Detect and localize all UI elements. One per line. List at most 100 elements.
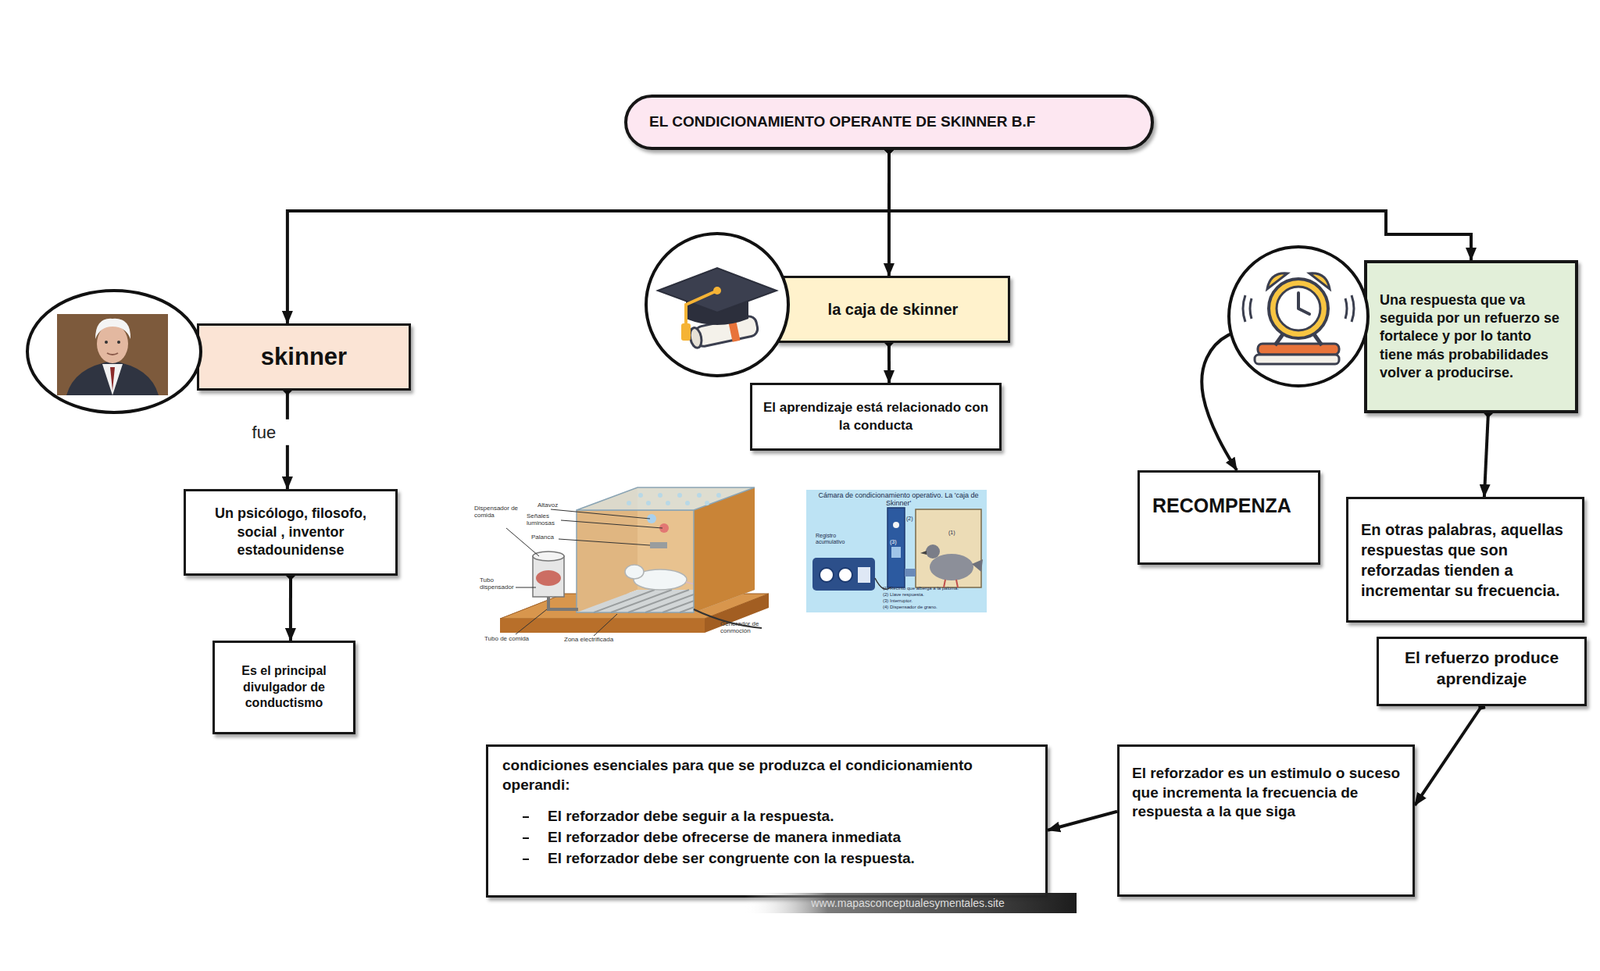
- mortarboard: [657, 267, 777, 313]
- ring-marks: [1242, 295, 1354, 322]
- box-text: Una respuesta que va seguida por un refu…: [1379, 291, 1566, 383]
- part-label: Señales luminosas: [526, 512, 566, 527]
- connector-group: [289, 575, 291, 641]
- box-text: Un psicólogo, filosofo, social , invento…: [193, 504, 388, 560]
- watermark: www.mapasconceptualesymentales.site: [751, 896, 1065, 910]
- box-text: RECOMPENZA: [1152, 492, 1308, 519]
- portrait-badge: [27, 290, 201, 413]
- platform-front: [500, 618, 705, 633]
- box-heading: condiciones esenciales para que se produ…: [502, 756, 1036, 795]
- concept-box: RECOMPENZA: [1137, 470, 1321, 565]
- connector-arrow: [1201, 331, 1365, 471]
- enclosure: [915, 509, 982, 588]
- top-glass: [576, 487, 755, 511]
- decoration: [515, 609, 547, 635]
- box-text: Es el principal divulgador de conductism…: [221, 663, 347, 712]
- switch: [891, 546, 901, 558]
- cap-button: [713, 286, 722, 295]
- connector-arrow: [289, 575, 293, 641]
- clock-hands: [1298, 292, 1310, 315]
- decoration: [716, 492, 722, 498]
- connector-arrow: [889, 150, 1472, 261]
- decoration: [515, 587, 536, 589]
- tassel-cord: [685, 290, 718, 327]
- diploma: [688, 313, 760, 350]
- decoration: [638, 492, 643, 498]
- cap-base: [685, 296, 749, 325]
- concept-box: El reforzador es un estimulo o suceso qu…: [1117, 744, 1415, 897]
- dispenser-top: [532, 551, 565, 561]
- callout-number: (2): [906, 515, 922, 522]
- concept-box: El refuerzo produce aprendizaje: [1376, 636, 1587, 707]
- rat-tail: [685, 582, 713, 586]
- connector-group: [1414, 706, 1483, 806]
- book: [1257, 343, 1340, 355]
- rat-head: [625, 564, 644, 579]
- graduation-icon: [646, 233, 789, 376]
- light-signal: [659, 523, 669, 533]
- response-key: [892, 521, 900, 529]
- skinner-box-illustration: [500, 487, 769, 636]
- part-label: Dispensador de comida: [474, 504, 523, 519]
- box-text: la caja de skinner: [785, 299, 1000, 320]
- decoration: [560, 520, 663, 529]
- speaker: [646, 514, 657, 524]
- list-item: El reforzador debe ofrecerse de manera i…: [547, 828, 1036, 848]
- leader-lines: [506, 509, 663, 636]
- food-tube: [548, 596, 579, 610]
- pigeon-head: [925, 544, 940, 559]
- back-wall: [637, 487, 755, 590]
- decoration: [704, 500, 710, 506]
- edge-label: fue: [252, 422, 277, 443]
- icon-circle: [1228, 246, 1368, 386]
- legend-note: (3) Interruptor.: [882, 598, 986, 604]
- box-text: skinner: [207, 341, 401, 373]
- decoration: [665, 500, 671, 506]
- part-label: Tubo de comida: [484, 635, 555, 643]
- legend-note: (2) Llave respuesta.: [882, 592, 986, 598]
- eye: [117, 340, 121, 344]
- recorder-reel: [838, 567, 853, 583]
- list-item: El reforzador debe ser congruente con la…: [547, 849, 1036, 869]
- box-text: EL CONDICIONAMIENTO OPERANTE DE SKINNER …: [649, 112, 1136, 133]
- platform-top: [500, 593, 769, 619]
- eye: [104, 340, 108, 344]
- mouth: [107, 353, 118, 355]
- concept-box: Es el principal divulgador de conductism…: [212, 640, 356, 735]
- badge-ellipse: [27, 290, 201, 413]
- decoration: [685, 500, 690, 506]
- diploma-end: [688, 326, 704, 349]
- connectors: fue: [249, 150, 1489, 831]
- grid-floor: [576, 589, 755, 613]
- figure-caption: Cámara de condicionamiento operativo. La…: [812, 491, 985, 508]
- decoration: [626, 500, 632, 506]
- definition-box: Una respuesta que va seguida por un refu…: [1364, 260, 1579, 414]
- concept-box: El aprendizaje está relacionado con la c…: [750, 382, 1002, 451]
- decoration: [558, 539, 650, 546]
- left-wall: [576, 487, 638, 613]
- front-glass: [576, 510, 694, 613]
- part-label: Registro acumulativo: [815, 532, 863, 546]
- suit: [66, 360, 159, 396]
- decoration: [593, 614, 618, 636]
- shirt: [102, 364, 123, 396]
- connector-group: [889, 150, 1472, 261]
- decoration: [696, 492, 702, 498]
- clock-bell: [1309, 273, 1330, 290]
- part-label: Altavoz: [537, 501, 585, 509]
- clock-leg: [1314, 334, 1322, 346]
- label-background: [249, 419, 291, 446]
- food-pellets: [535, 570, 561, 586]
- legend-note: (4) Dispensador de grano.: [882, 604, 986, 611]
- food-dispenser: [532, 556, 565, 597]
- decoration: [550, 509, 650, 519]
- part-label: Tubo dispensador: [479, 576, 519, 591]
- hair: [95, 318, 131, 340]
- pigeon-body: [929, 553, 974, 581]
- tie: [110, 367, 115, 391]
- right-wall: [693, 487, 755, 613]
- legend-note: (1) Recinto que alberga a la paloma.: [882, 585, 986, 592]
- diploma-ribbon: [727, 317, 740, 342]
- grain-dispenser: [904, 568, 916, 577]
